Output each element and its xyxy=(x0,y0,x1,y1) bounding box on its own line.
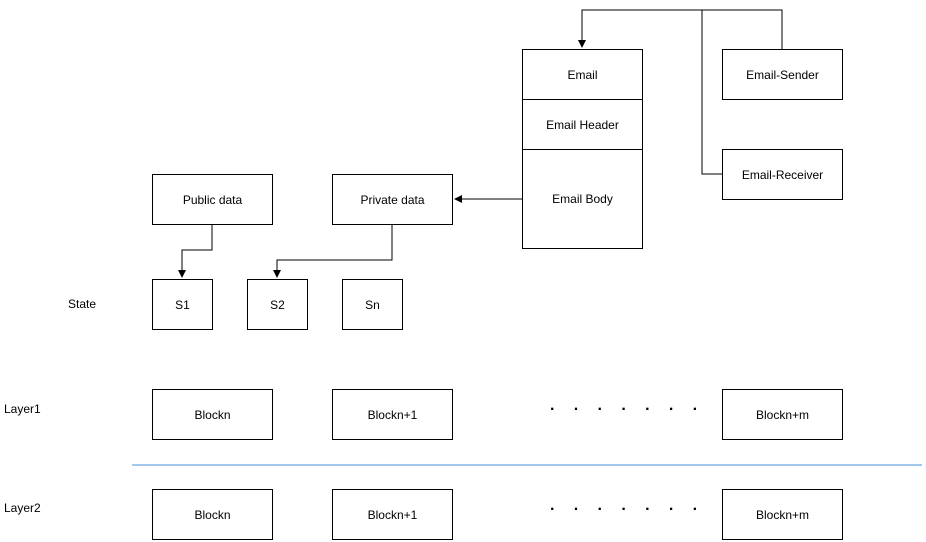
private-to-s2-arrow xyxy=(273,224,393,278)
layer1-ellipsis: · · · · · · · xyxy=(550,401,705,418)
private-data-box: Private data xyxy=(332,174,453,225)
layer2-ellipsis: · · · · · · · xyxy=(550,501,705,518)
email-title: Email xyxy=(523,50,642,100)
layer1-block-n: Blockn xyxy=(152,389,273,440)
layer1-block-nm: Blockn+m xyxy=(722,389,843,440)
sender-to-email-arrow xyxy=(578,9,783,49)
email-header: Email Header xyxy=(523,100,642,150)
layer2-block-n1: Blockn+1 xyxy=(332,489,453,540)
email-box: Email Email Header Email Body xyxy=(522,49,643,249)
layer2-block-nm: Blockn+m xyxy=(722,489,843,540)
email-receiver-box: Email-Receiver xyxy=(722,149,843,200)
receiver-connector xyxy=(701,10,722,175)
public-data-box: Public data xyxy=(152,174,273,225)
layer2-label: Layer2 xyxy=(4,501,41,515)
layer1-label: Layer1 xyxy=(4,402,41,416)
layer2-block-n: Blockn xyxy=(152,489,273,540)
email-body: Email Body xyxy=(552,192,613,206)
email-sender-box: Email-Sender xyxy=(722,49,843,100)
public-to-s1-arrow xyxy=(178,224,213,278)
state-s1: S1 xyxy=(152,279,213,330)
layer1-block-n1: Blockn+1 xyxy=(332,389,453,440)
state-label: State xyxy=(68,297,97,311)
state-sn: Sn xyxy=(342,279,403,330)
state-s2: S2 xyxy=(247,279,308,330)
